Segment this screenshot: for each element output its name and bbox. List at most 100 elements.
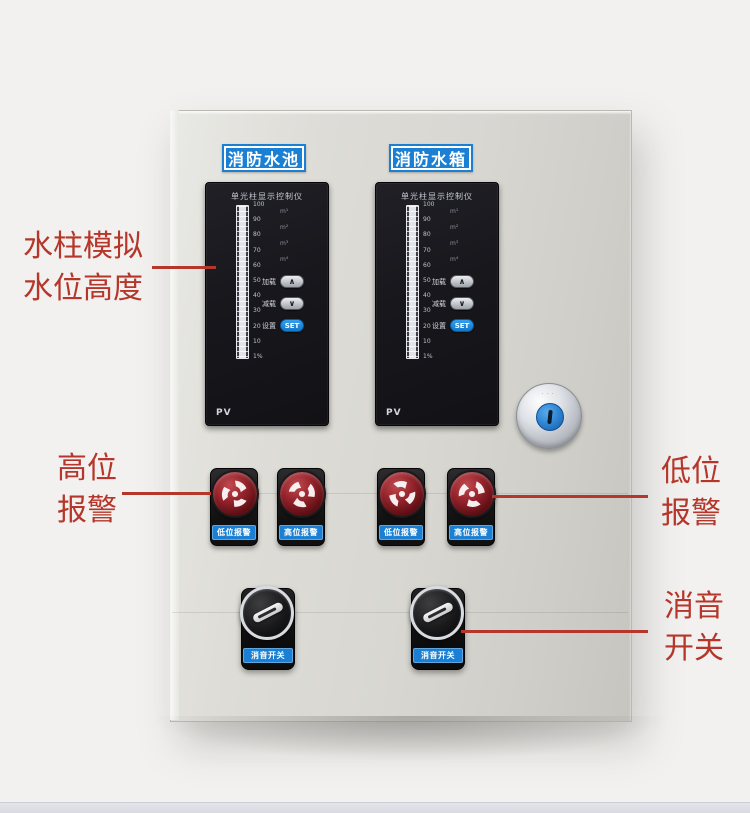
decrease-button-label: 减载 [262,299,276,308]
callout-line-water-column [152,266,216,269]
rotary-knob[interactable] [410,586,464,640]
floor-strip [0,802,750,813]
annotation-water-column: 水柱模拟 水位高度 [12,226,154,310]
lock-engraving: ··· [541,391,557,398]
tick-label: 10 [423,337,431,345]
knob-handle [421,601,455,624]
alarm-beacon-low-1: 低位报警 [210,468,259,546]
lock-cylinder [536,403,564,431]
callout-line-high-alarm [122,492,211,495]
indicator-label: m⁴ [280,256,289,263]
tick-label: 80 [423,231,431,239]
increase-button[interactable]: ∧ [450,275,474,288]
increase-button-label: 加载 [262,277,276,286]
tick-label: 50 [423,276,431,284]
indicator-label: m² [450,224,459,231]
annotation-mute-switch: 消音 开关 [650,586,738,670]
tick-label: 1% [253,352,263,360]
tick-label: 60 [253,261,261,269]
pv-label: PV [216,408,232,418]
set-button-label: 设置 [432,321,446,330]
annotation-line-1: 低位 [661,454,721,489]
annotation-line-2: 水位高度 [23,271,143,306]
tick-label: 70 [253,246,261,254]
cabinet-seam [172,612,628,613]
annotation-high-alarm: 高位 报警 [48,448,126,532]
beacon-label: 低位报警 [212,525,256,540]
alarm-beacon-low-2: 低位报警 [377,468,426,546]
tick-label: 60 [423,261,431,269]
alarm-fan-icon [288,481,315,508]
indicator-labels: m¹ m² m³ m⁴ [450,209,458,263]
alarm-fan-icon [221,480,247,507]
light-column-scale [406,205,419,359]
decrease-button[interactable]: ∨ [280,297,304,310]
beacon-dome [378,470,426,518]
tick-label: 100 [423,201,435,208]
tag-fire-tank: 消防水箱 [389,144,473,172]
tick-label: 20 [423,322,431,330]
annotation-low-alarm: 低位 报警 [652,451,730,535]
set-button-label: 设置 [262,321,276,330]
indicator-label: m² [280,224,289,231]
set-button[interactable]: SET [450,319,474,332]
alarm-beacon-high-1: 高位报警 [277,468,326,546]
increase-button[interactable]: ∧ [280,275,304,288]
keyhole-icon [547,409,553,425]
decrease-button-label: 减载 [432,299,446,308]
beacon-dome [448,470,496,518]
tick-label: 40 [253,292,261,300]
tick-label: 80 [253,231,261,239]
indicator-label: m⁴ [450,256,459,263]
beacon-dome [278,470,326,518]
beacon-dome [211,470,259,518]
knob-handle [251,601,285,624]
annotation-line-1: 消音 [664,589,724,624]
beacon-label: 高位报警 [449,525,493,540]
annotation-line-2: 报警 [661,496,721,531]
indicator-label: m³ [280,240,289,247]
tick-label: 90 [423,216,431,224]
display-title: 单光柱显示控制仪 [231,192,303,201]
tick-label: 20 [253,322,261,330]
alarm-beacon-high-2: 高位报警 [447,468,496,546]
switch-label: 消音开关 [413,648,463,663]
tick-label: 30 [253,307,261,315]
beacon-label: 低位报警 [379,525,423,540]
tick-label: 100 [253,201,265,208]
annotation-line-1: 高位 [57,451,117,486]
switch-label: 消音开关 [243,648,293,663]
increase-button-label: 加载 [432,277,446,286]
callout-line-low-alarm [492,495,648,498]
tick-label: 50 [253,276,261,284]
mute-rotary-switch-2[interactable]: 消音开关 [410,586,465,670]
tick-label: 30 [423,307,431,315]
light-column-scale [236,205,249,359]
indicator-label: m³ [450,240,459,247]
mute-rotary-switch-1[interactable]: 消音开关 [240,586,295,670]
tag-fire-pool: 消防水池 [222,144,306,172]
alarm-fan-icon [458,481,485,507]
indicator-label: m¹ [450,208,459,215]
cabinet-shadow [150,716,670,762]
level-display-controller-1: 单光柱显示控制仪 100 90 80 70 60 50 40 30 20 10 … [205,182,329,426]
scale-tick-labels: 100 90 80 70 60 50 40 30 20 10 1% [253,202,269,360]
indicator-label: m¹ [280,208,289,215]
rotary-knob[interactable] [240,586,294,640]
cabinet-key-lock[interactable]: ··· [516,383,582,449]
tick-label: 1% [423,352,433,360]
tick-label: 10 [253,337,261,345]
display-title: 单光柱显示控制仪 [401,192,473,201]
cabinet-left-edge-highlight [170,110,179,720]
annotation-line-2: 报警 [57,493,117,528]
annotation-line-1: 水柱模拟 [23,229,143,264]
scale-tick-labels: 100 90 80 70 60 50 40 30 20 10 1% [423,202,439,360]
set-button[interactable]: SET [280,319,304,332]
tick-label: 70 [423,246,431,254]
tick-label: 90 [253,216,261,224]
indicator-labels: m¹ m² m³ m⁴ [280,209,288,263]
pv-label: PV [386,408,402,418]
level-display-controller-2: 单光柱显示控制仪 100 90 80 70 60 50 40 30 20 10 … [375,182,499,426]
decrease-button[interactable]: ∨ [450,297,474,310]
